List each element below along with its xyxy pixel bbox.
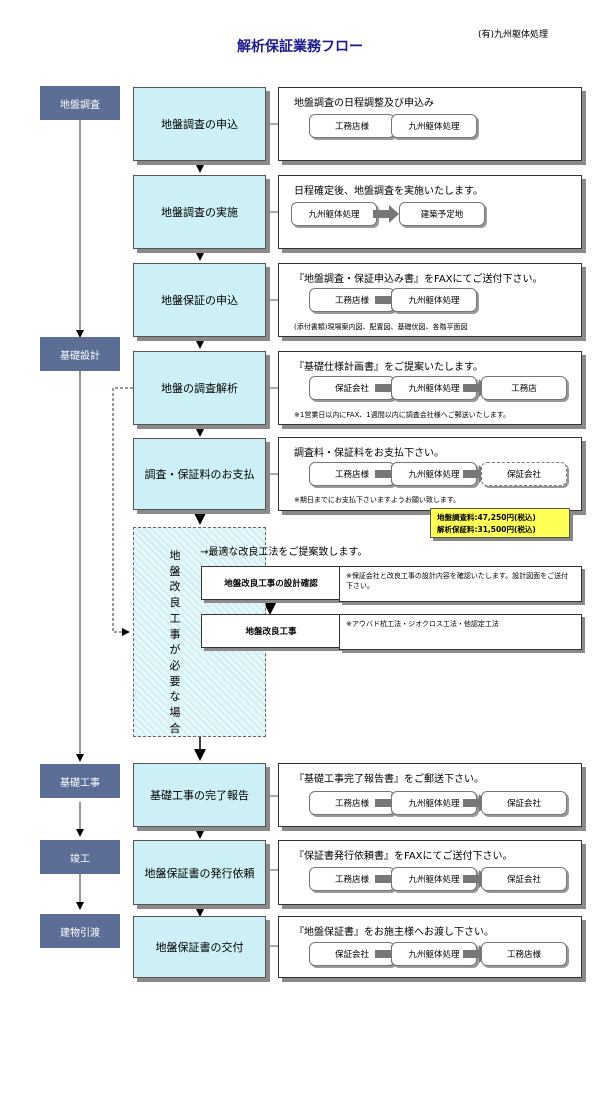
step-certificate-delivery: 地盤保証書の交付 <box>133 916 266 978</box>
flow-chip: 工務店様 <box>481 942 567 966</box>
detail-title: 地盤調査の日程調整及び申込み <box>294 98 434 109</box>
step-analysis: 地盤の調査解析 <box>133 351 266 425</box>
flow-chip: 九州躯体処理 <box>391 114 477 138</box>
step-payment: 調査・保証料のお支払 <box>133 438 266 510</box>
detail-box-8: 『地盤保証書』をお施主様へお渡し下さい。 保証会社 九州躯体処理 工務店様 <box>278 916 582 978</box>
detail-title: 『地盤調査・保証申込み書』をFAXにてご送付下さい。 <box>294 274 543 285</box>
improvement-design-check: 地盤改良工事の設計確認 <box>201 566 341 600</box>
phase-handover: 建物引渡 <box>40 914 120 948</box>
detail-box-7: 『保証書発行依頼書』をFAXにてご送付下さい。 工務店様 九州躯体処理 保証会社 <box>278 840 582 905</box>
improvement-heading: →最適な改良工法をご提案致します。 <box>200 547 368 558</box>
fee-survey: 地盤調査料:47,250円(税込) <box>437 513 536 522</box>
detail-box-1: 地盤調査の日程調整及び申込み 工務店様 九州躯体処理 <box>278 87 582 161</box>
detail-box-5: 調査料・保証料をお支払下さい。 工務店様 九州躯体処理 保証会社 ※期日までにお… <box>278 437 582 511</box>
detail-note: (添付書類)現場案内図、配置図、基礎伏図、各階平面図 <box>294 323 468 331</box>
detail-note: ※期日までにお支払下さいますようお願い致します。 <box>294 496 461 504</box>
phase-design: 基礎設計 <box>40 337 120 371</box>
detail-title: 調査料・保証料をお支払下さい。 <box>294 448 444 459</box>
company-name: (有)九州躯体処理 <box>478 30 549 40</box>
detail-title: 『保証書発行依頼書』をFAXにてご送付下さい。 <box>294 851 513 862</box>
improvement-note-1: ※保証会社と改良工事の設計内容を確認いたします。設計図面をご送付下さい。 <box>339 566 582 602</box>
page-title: 解析保証業務フロー <box>237 39 363 55</box>
step-completion-report: 基礎工事の完了報告 <box>133 763 266 827</box>
detail-title: 日程確定後、地盤調査を実施いたします。 <box>294 186 483 197</box>
flow-chip: 保証会社 <box>481 791 567 815</box>
detail-box-2: 日程確定後、地盤調査を実施いたします。 九州躯体処理 建築予定地 <box>278 175 582 249</box>
flow-chip: 九州躯体処理 <box>391 791 477 815</box>
step-certificate-request: 地盤保証書の発行依頼 <box>133 840 266 905</box>
detail-box-4: 『基礎仕様計画書』をご提案いたします。 保証会社 九州躯体処理 工務店 ※1営業… <box>278 351 582 425</box>
improvement-vertical-label: 地盤改良工事が必要な場合 <box>169 549 181 735</box>
flow-chip: 九州躯体処理 <box>291 202 377 226</box>
phase-completion: 竣工 <box>40 840 120 874</box>
flow-chip: 九州躯体処理 <box>391 376 477 400</box>
fee-box: 地盤調査料:47,250円(税込) 解析保証料:31,500円(税込) <box>430 508 570 538</box>
bypass-connector <box>112 387 133 636</box>
flow-chip: 建築予定地 <box>399 202 485 226</box>
flow-chip: 工務店 <box>481 376 567 400</box>
phase-construction: 基礎工事 <box>40 764 120 798</box>
step-survey-application: 地盤調査の申込 <box>133 87 266 161</box>
flow-chip: 保証会社 <box>481 867 567 891</box>
detail-note: ※1営業日以内にFAX、1週間以内に調査会社様へご郵送いたします。 <box>294 411 511 419</box>
improvement-work: 地盤改良工事 <box>201 614 341 648</box>
flow-chip: 工務店様 <box>309 114 395 138</box>
fee-guarantee: 解析保証料:31,500円(税込) <box>437 525 536 534</box>
detail-title: 『地盤保証書』をお施主様へお渡し下さい。 <box>294 927 494 938</box>
flow-arrow-icon <box>373 205 399 223</box>
improvement-note-2: ※アウバド杭工法・ジオクロス工法・他認定工法 <box>339 614 582 650</box>
step-survey-execution: 地盤調査の実施 <box>133 175 266 249</box>
flow-chip: 九州躯体処理 <box>391 942 477 966</box>
detail-box-3: 『地盤調査・保証申込み書』をFAXにてご送付下さい。 工務店様 九州躯体処理 (… <box>278 263 582 337</box>
detail-title: 『基礎仕様計画書』をご提案いたします。 <box>294 362 483 373</box>
flow-chip: 九州躯体処理 <box>391 867 477 891</box>
flow-chip: 九州躯体処理 <box>391 288 477 312</box>
phase-survey: 地盤調査 <box>40 86 120 120</box>
detail-box-6: 『基礎工事完了報告書』をご郵送下さい。 工務店様 九州躯体処理 保証会社 <box>278 763 582 827</box>
detail-title: 『基礎工事完了報告書』をご郵送下さい。 <box>294 774 484 785</box>
flow-chip: 九州躯体処理 <box>391 462 477 486</box>
flow-chip: 保証会社 <box>481 462 567 486</box>
step-guarantee-application: 地盤保証の申込 <box>133 263 266 337</box>
